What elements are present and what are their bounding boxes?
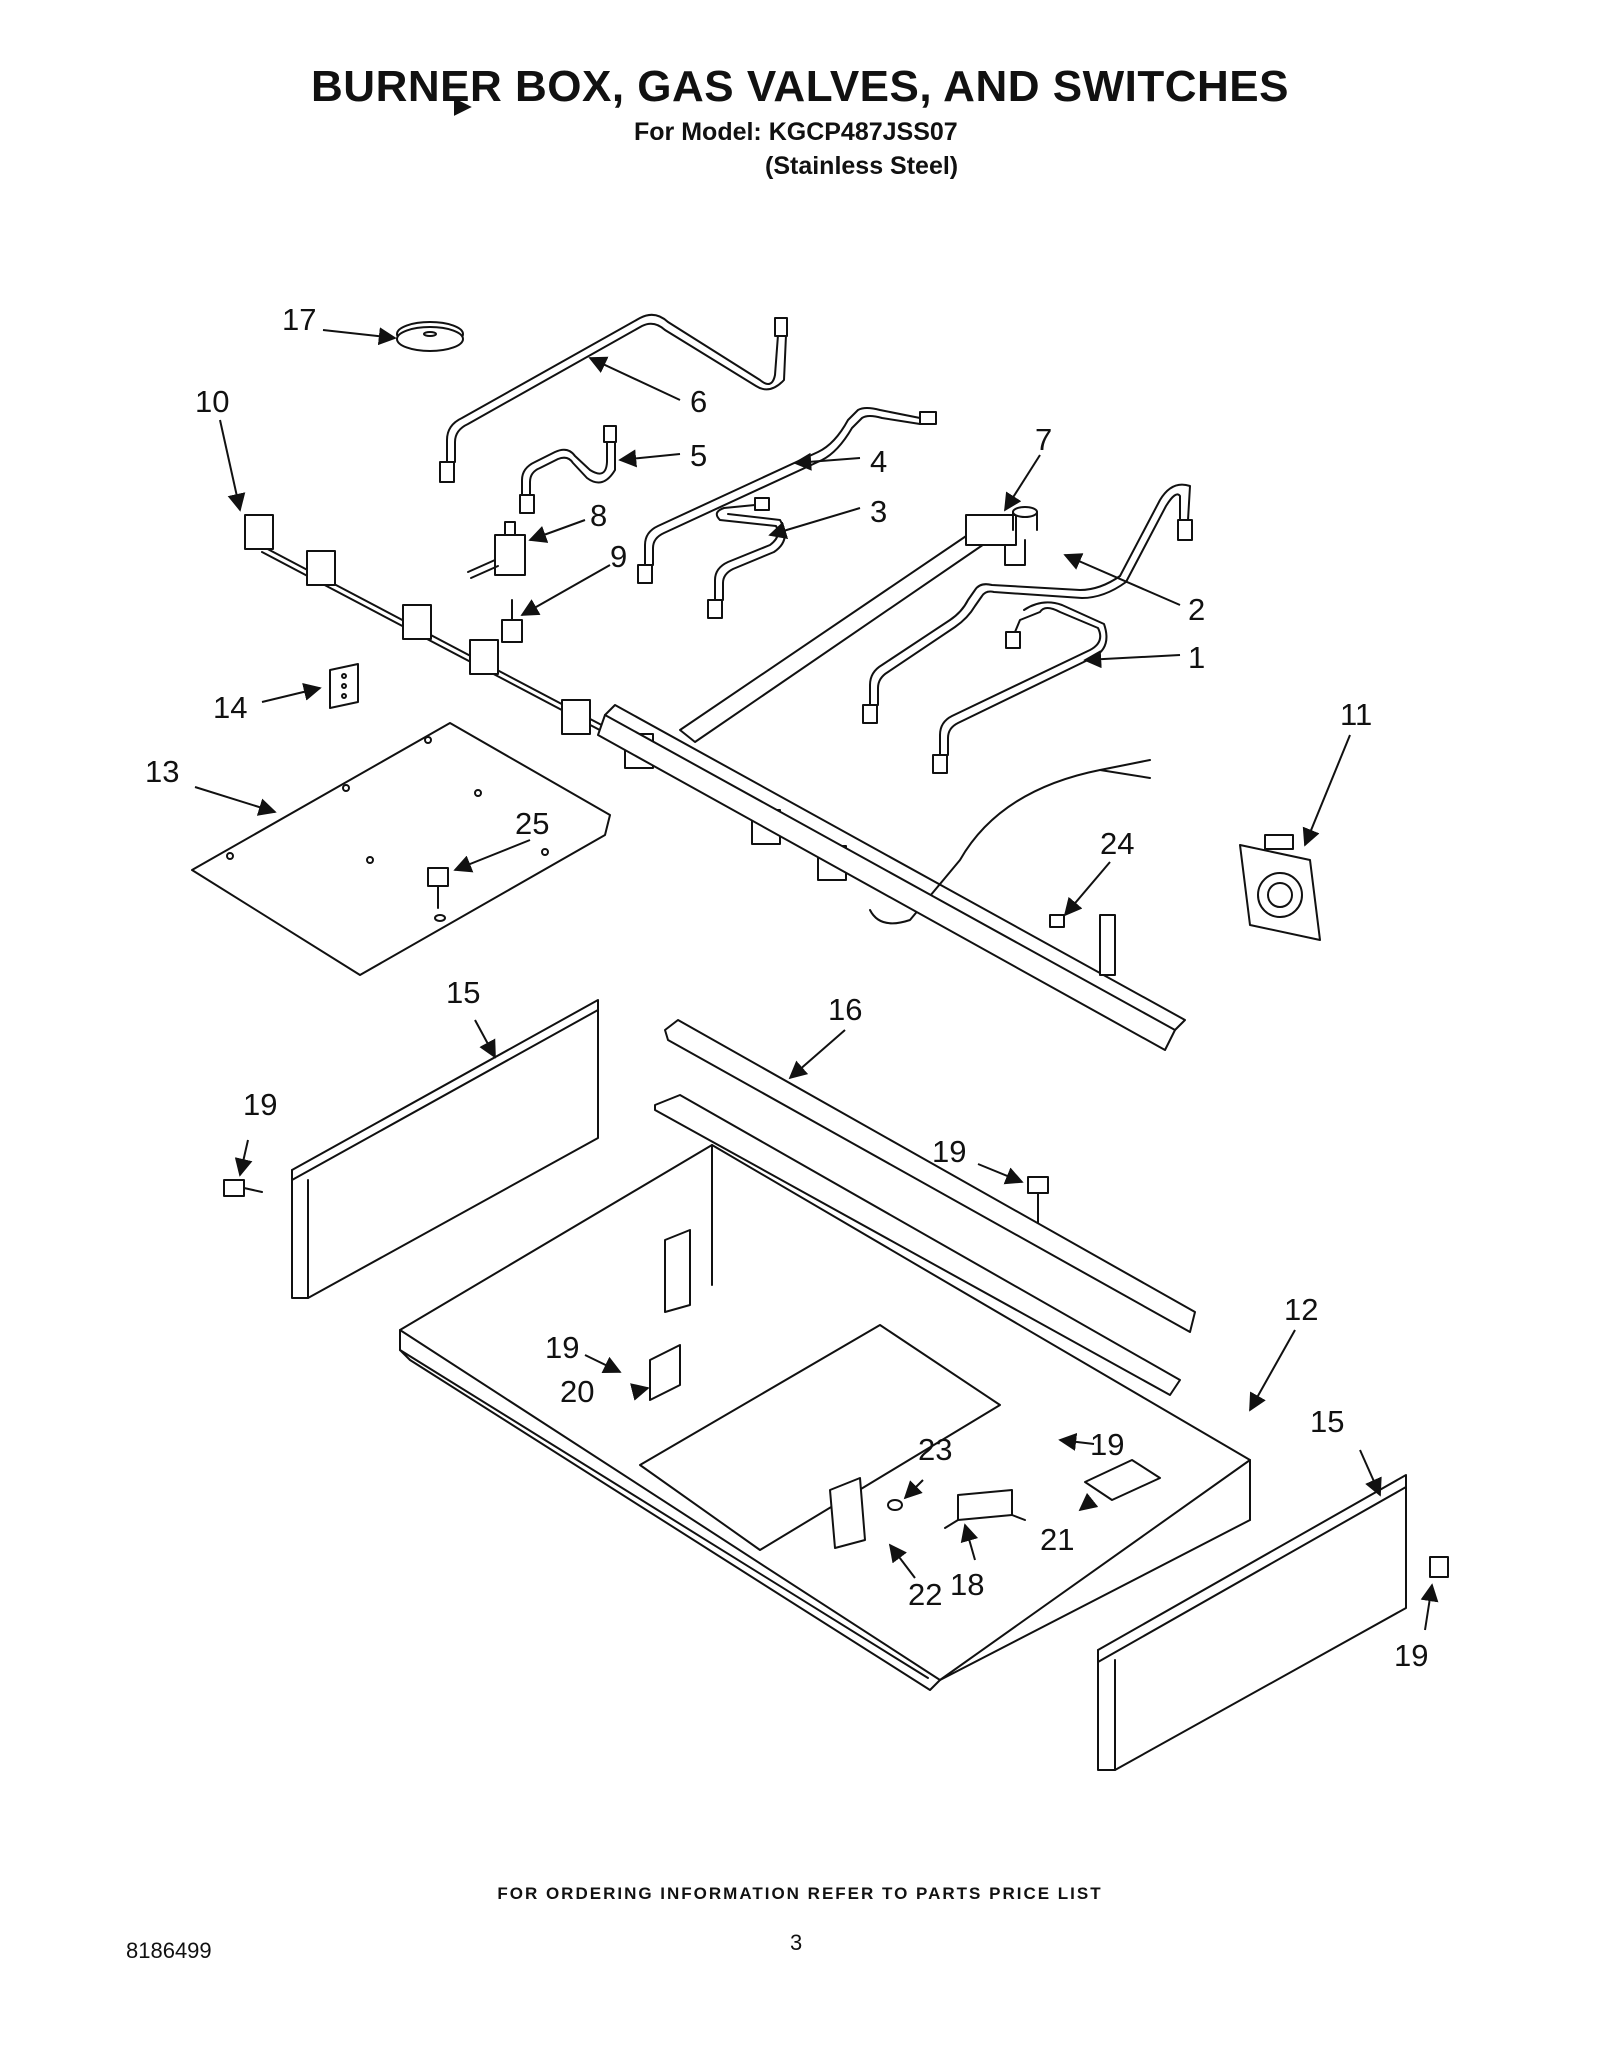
callout-11: 11 xyxy=(1340,697,1372,732)
part-18-bracket xyxy=(944,1489,1026,1529)
part-13-sheet xyxy=(191,722,611,976)
callout-19-lower: 19 xyxy=(545,1330,579,1365)
part-20-bracket xyxy=(649,1229,691,1401)
callout-19-right: 19 xyxy=(1394,1638,1428,1673)
part-17-cap xyxy=(396,321,464,352)
callout-10: 10 xyxy=(195,384,229,419)
callout-1: 1 xyxy=(1188,640,1205,675)
callout-16: 16 xyxy=(828,992,862,1027)
callout-20: 20 xyxy=(560,1374,594,1409)
callout-3: 3 xyxy=(870,494,887,529)
part-4-tube xyxy=(637,407,937,584)
part-15-side-panel-right xyxy=(1097,1474,1407,1771)
page-title: BURNER BOX, GAS VALVES, AND SWITCHES xyxy=(311,62,1289,111)
finish-line: (Stainless Steel) xyxy=(765,152,959,180)
callout-17: 17 xyxy=(282,302,316,337)
part-25-screw xyxy=(427,867,449,922)
part-11-regulator xyxy=(1239,834,1321,941)
callout-25: 25 xyxy=(515,806,549,841)
callout-9: 9 xyxy=(610,539,627,574)
callout-19-mid: 19 xyxy=(1090,1427,1124,1462)
model-line: For Model: KGCP487JSS07 xyxy=(634,118,958,146)
part-15-side-panel-left xyxy=(291,999,599,1299)
callout-21: 21 xyxy=(1040,1522,1074,1557)
part-22-bracket xyxy=(829,1477,866,1549)
callout-15-left: 15 xyxy=(446,975,480,1010)
callout-8: 8 xyxy=(590,498,607,533)
callout-22: 22 xyxy=(908,1577,942,1612)
callout-4: 4 xyxy=(870,444,887,479)
callout-14: 14 xyxy=(213,690,247,725)
part-7-manifold xyxy=(679,506,1038,743)
burner-tube xyxy=(597,704,1186,1051)
callout-12: 12 xyxy=(1284,1292,1318,1327)
part-8-valve xyxy=(467,521,526,579)
part-23-grommet xyxy=(887,1499,903,1511)
callout-23: 23 xyxy=(918,1432,952,1467)
callout-2: 2 xyxy=(1188,592,1205,627)
page-number: 3 xyxy=(790,1930,803,1955)
callout-24: 24 xyxy=(1100,826,1134,861)
callout-6: 6 xyxy=(690,384,707,419)
callout-7: 7 xyxy=(1035,422,1052,457)
part-3-tube xyxy=(707,497,786,619)
part-1-tube xyxy=(932,601,1108,774)
callout-5: 5 xyxy=(690,438,707,473)
part-5-tube xyxy=(519,425,617,514)
part-12-burner-box xyxy=(399,1144,1251,1691)
part-21-plate xyxy=(1084,1459,1161,1501)
part-24-bracket xyxy=(1049,914,1116,976)
part-16-burner-rail xyxy=(654,1019,1196,1396)
ordering-note: FOR ORDERING INFORMATION REFER TO PARTS … xyxy=(497,1884,1103,1903)
part-9-screw xyxy=(501,599,523,643)
callout-13: 13 xyxy=(145,754,179,789)
part-6-tube xyxy=(439,313,788,483)
callout-19-left: 19 xyxy=(243,1087,277,1122)
callout-15-right: 15 xyxy=(1310,1404,1344,1439)
part-2-tube xyxy=(862,483,1193,724)
document-number: 8186499 xyxy=(126,1938,212,1963)
callout-19-center: 19 xyxy=(932,1134,966,1169)
part-14-plate xyxy=(329,663,359,709)
callout-18: 18 xyxy=(950,1567,984,1602)
